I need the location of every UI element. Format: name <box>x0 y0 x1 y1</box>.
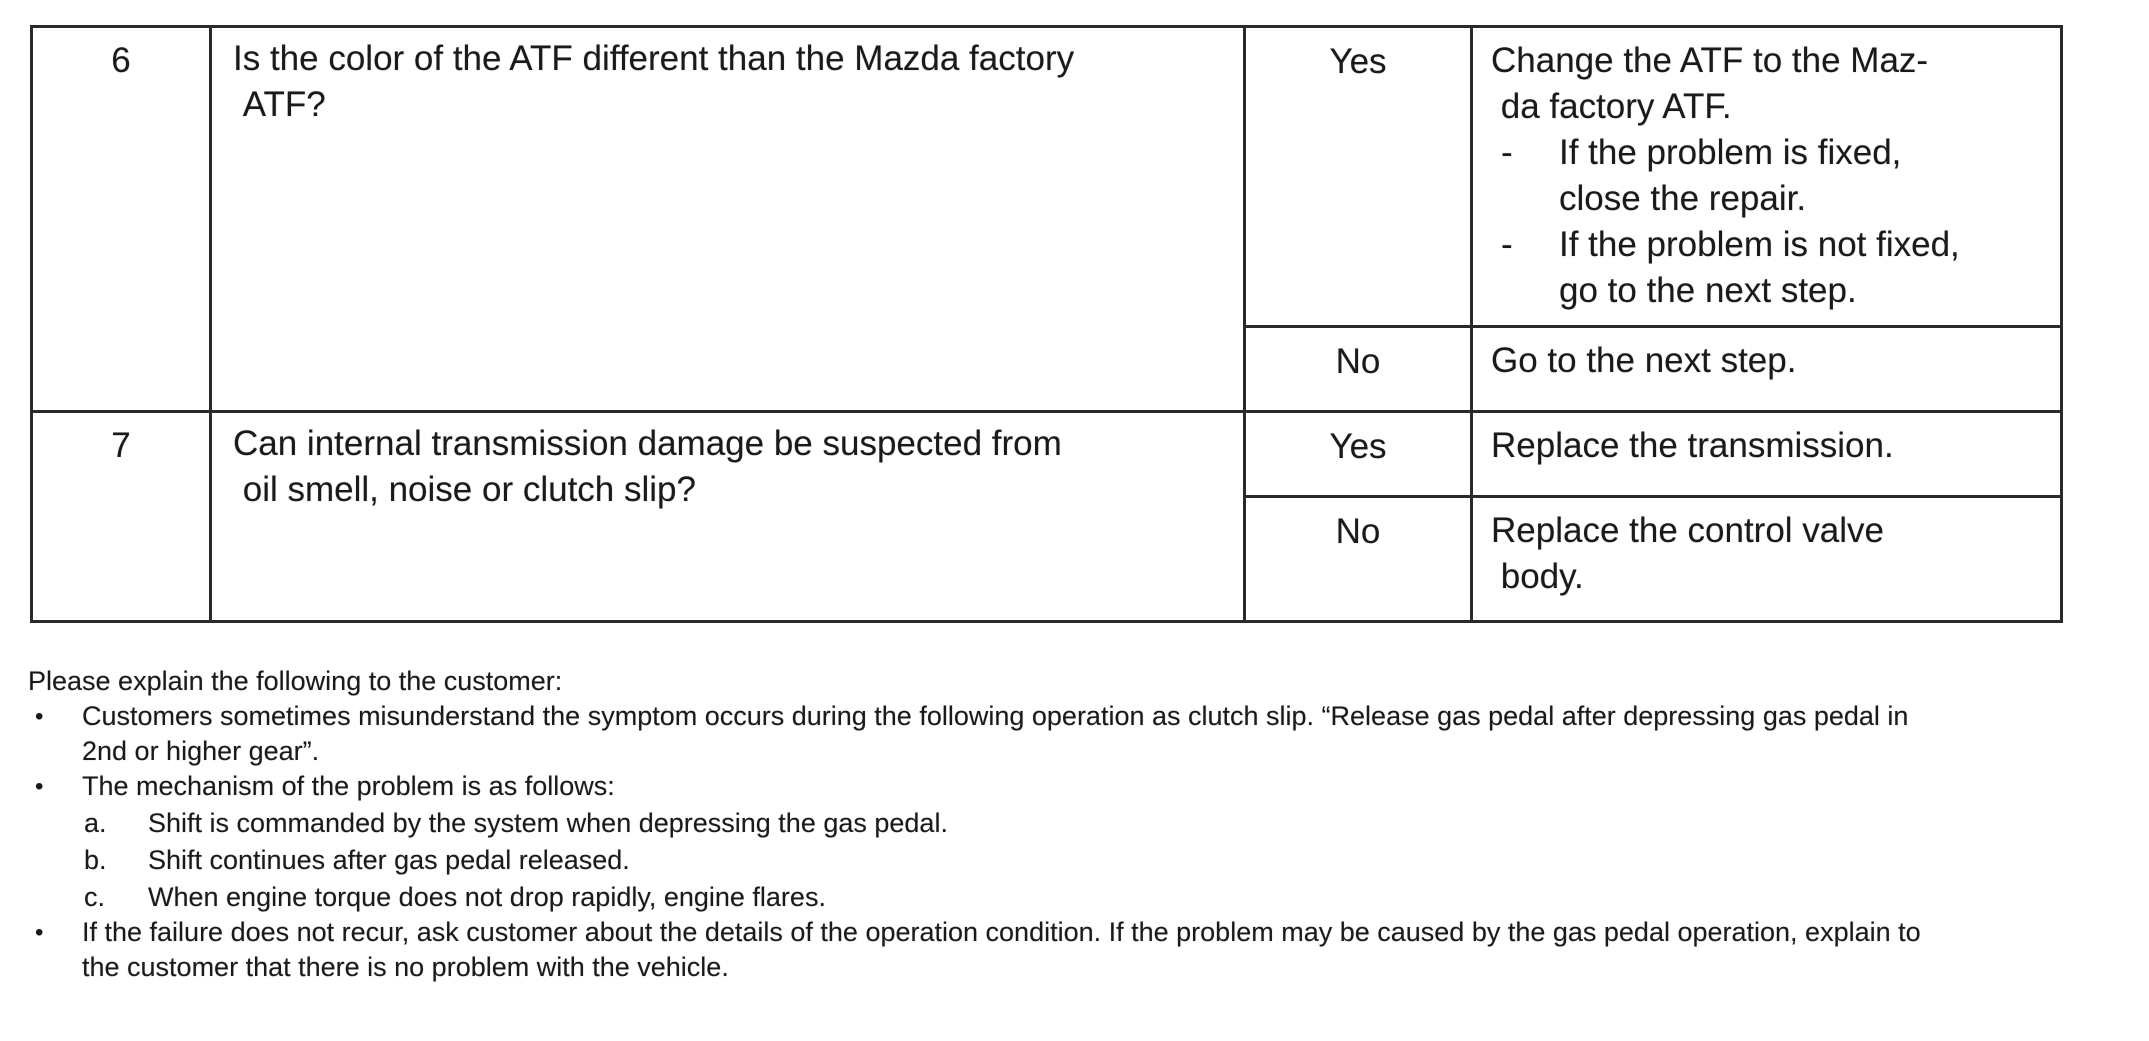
action-item-text: If the problem is not fixed, go to the n… <box>1559 225 1960 310</box>
question-text: Is the color of the ATF different than t… <box>233 39 1075 124</box>
sub-item-c: c. When engine torque does not drop rapi… <box>82 880 948 915</box>
answer-cell-6-no: No <box>1243 325 1473 413</box>
answer-label: Yes <box>1329 42 1387 81</box>
action-intro: Change the ATF to the Maz- da factory AT… <box>1491 41 1929 126</box>
sub-item-text: Shift is commanded by the system when de… <box>148 808 948 838</box>
action-cell-7-yes: Replace the transmission. <box>1470 410 2063 498</box>
action-list-item: - If the problem is not fixed, go to the… <box>1491 222 2048 314</box>
action-item-text: If the problem is fixed, close the repai… <box>1559 133 1902 218</box>
bullet-marker: • <box>35 919 44 946</box>
step-number: 6 <box>111 41 131 80</box>
answer-label: Yes <box>1329 427 1387 466</box>
note-bullet-2: • The mechanism of the problem is as fol… <box>28 769 2140 915</box>
step-number-cell-7: 7 <box>30 410 212 623</box>
note-text: The mechanism of the problem is as follo… <box>82 771 615 801</box>
dash-marker: - <box>1501 133 1513 172</box>
sub-item-label: c. <box>84 882 106 912</box>
sub-item-a: a. Shift is commanded by the system when… <box>82 806 948 841</box>
action-intro: Replace the transmission. <box>1491 426 1894 465</box>
sub-item-label: b. <box>84 845 107 875</box>
notes-intro: Please explain the following to the cust… <box>28 666 563 696</box>
sub-item-text: Shift continues after gas pedal released… <box>148 845 630 875</box>
note-text: If the failure does not recur, ask custo… <box>82 917 1921 982</box>
answer-label: No <box>1335 512 1381 551</box>
action-intro: Replace the control valve body. <box>1491 511 1884 596</box>
answer-cell-7-yes: Yes <box>1243 410 1473 498</box>
answer-label: No <box>1335 342 1381 381</box>
sub-item-text: When engine torque does not drop rapidly… <box>148 882 826 912</box>
action-list-item: - If the problem is fixed, close the rep… <box>1491 130 2048 222</box>
answer-cell-7-no: No <box>1243 495 1473 623</box>
note-bullet-3: • If the failure does not recur, ask cus… <box>28 915 2140 985</box>
action-intro: Go to the next step. <box>1491 341 1797 380</box>
dash-marker: - <box>1501 225 1513 264</box>
answer-cell-6-yes: Yes <box>1243 25 1473 328</box>
note-bullet-1: • Customers sometimes misunderstand the … <box>28 699 2140 769</box>
question-text: Can internal transmission damage be susp… <box>233 424 1062 509</box>
question-cell-6: Is the color of the ATF different than t… <box>209 25 1246 413</box>
note-body: The mechanism of the problem is as follo… <box>82 769 948 915</box>
sub-item-b: b. Shift continues after gas pedal relea… <box>82 843 948 878</box>
bullet-marker: • <box>35 703 44 730</box>
step-number: 7 <box>111 426 131 465</box>
action-cell-6-yes: Change the ATF to the Maz- da factory AT… <box>1470 25 2063 328</box>
action-cell-7-no: Replace the control valve body. <box>1470 495 2063 623</box>
customer-notes-section: Please explain the following to the cust… <box>28 664 2140 985</box>
step-number-cell-6: 6 <box>30 25 212 413</box>
bullet-marker: • <box>35 773 44 800</box>
note-text: Customers sometimes misunderstand the sy… <box>82 701 1909 766</box>
troubleshooting-table: 6 Is the color of the ATF different than… <box>30 25 2063 623</box>
question-cell-7: Can internal transmission damage be susp… <box>209 410 1246 623</box>
action-cell-6-no: Go to the next step. <box>1470 325 2063 413</box>
sub-item-label: a. <box>84 808 107 838</box>
